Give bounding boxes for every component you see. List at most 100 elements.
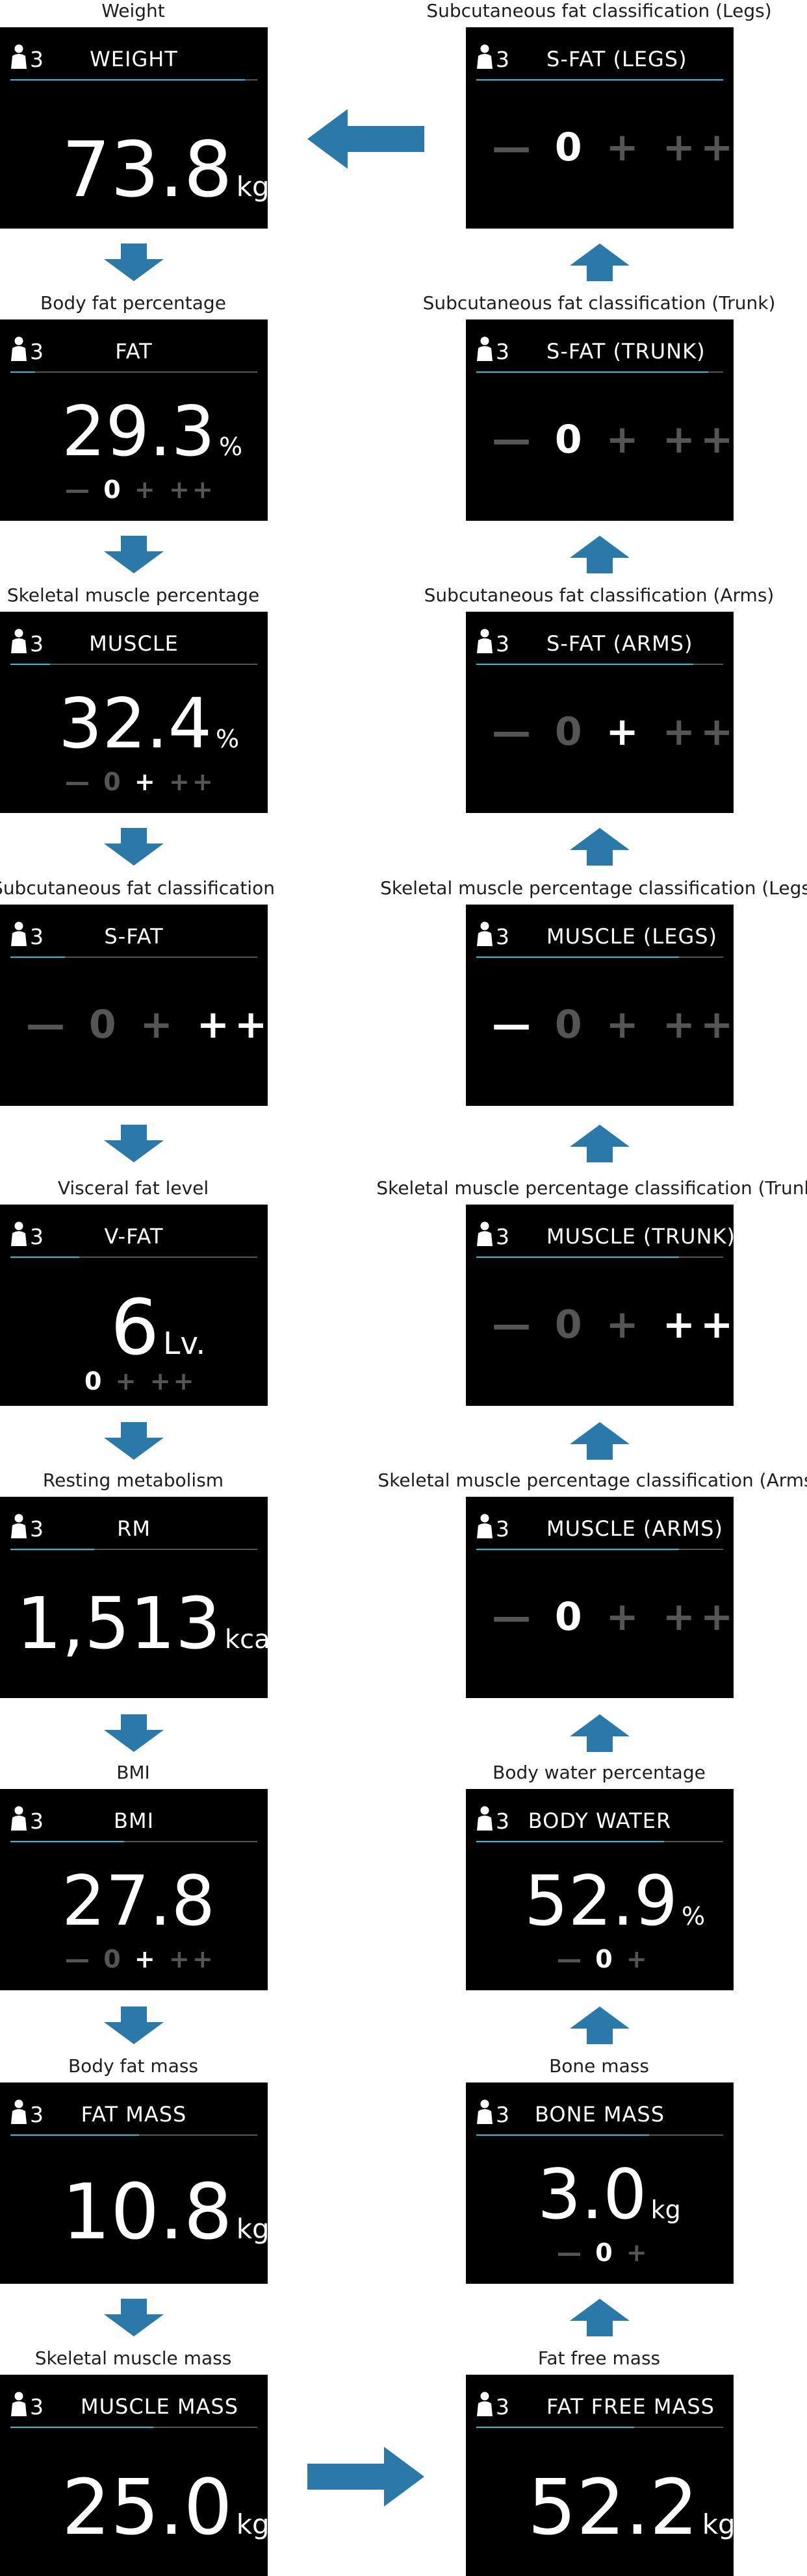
user-number: 3 <box>496 1516 509 1542</box>
scale-mark: — <box>492 417 536 462</box>
user-number: 3 <box>496 1224 509 1249</box>
progress-fill <box>476 2427 635 2428</box>
caption-muscletrunk: Skeletal muscle percentage classificatio… <box>376 1177 807 1199</box>
caption-water: Body water percentage <box>493 1762 706 1783</box>
progress-track <box>476 957 723 958</box>
scale-mark: ++ <box>169 768 216 796</box>
user-number: 3 <box>496 339 509 364</box>
progress-fill <box>10 1841 124 1842</box>
scale-mark: 0 <box>554 1302 587 1347</box>
screen-header: 3 WEIGHT <box>10 40 257 77</box>
progress-fill <box>10 79 245 81</box>
scale-mark: + <box>115 1367 139 1395</box>
scale-mark: ++ <box>662 1002 734 1047</box>
value-unit: kg <box>650 2195 681 2224</box>
person-icon <box>10 1221 27 1247</box>
person-icon <box>476 336 493 362</box>
screen-header: 3 BMI <box>10 1802 257 1838</box>
person-icon <box>476 1514 493 1540</box>
progress-track <box>476 79 723 81</box>
scale-mark: ++ <box>662 1594 734 1640</box>
measurement-value: 52.9% <box>524 1867 705 1936</box>
user-number: 3 <box>30 47 44 72</box>
value-number: 1,513 <box>16 1582 221 1665</box>
progress-track <box>10 1257 257 1258</box>
person-icon <box>10 629 27 655</box>
caption-rm: Resting metabolism <box>42 1469 224 1491</box>
arrow-icon <box>104 1714 164 1752</box>
screen-title: BMI <box>114 1808 154 1833</box>
value-unit: kcal <box>224 1625 268 1655</box>
scale-mark: 0 <box>84 1367 105 1395</box>
scale-mark: — <box>557 1945 584 1973</box>
caption-sfattrunk: Subcutaneous fat classification (Trunk) <box>422 292 776 314</box>
progress-fill <box>10 957 65 958</box>
scale-mark: — <box>492 1002 536 1047</box>
value-number: 10.8 <box>62 2167 233 2257</box>
scale-mark: ++ <box>149 1367 197 1395</box>
scale-mark: + <box>606 1302 644 1347</box>
value-number: 73.8 <box>62 125 233 214</box>
scale-mark: 0 <box>595 2238 615 2267</box>
arrow-icon <box>570 2007 630 2044</box>
scale-mark: 0 <box>554 417 587 462</box>
screen-title: FAT <box>115 339 153 364</box>
screen-title: MUSCLE (TRUNK) <box>546 1224 734 1249</box>
value-number: 25.0 <box>62 2462 233 2552</box>
person-icon <box>10 1806 27 1832</box>
user-number: 3 <box>30 2102 44 2127</box>
arrow-icon <box>104 1422 164 1460</box>
progress-track <box>10 2134 257 2136</box>
classification-scale: — 0 + ++ <box>26 1002 268 1047</box>
user-number: 3 <box>496 2102 509 2127</box>
progress-fill <box>476 79 723 81</box>
user-number: 3 <box>30 2394 44 2420</box>
classification-scale: — 0 + ++ <box>492 1594 734 1640</box>
progress-fill <box>10 2134 139 2136</box>
progress-track <box>476 664 723 665</box>
arrow-icon <box>570 2299 630 2336</box>
arrow-icon <box>104 244 164 281</box>
user-number: 3 <box>30 1808 44 1834</box>
user-number: 3 <box>30 1224 44 1249</box>
caption-sfat: Subcutaneous fat classification <box>0 877 275 899</box>
classification-scale: — 0 + ++ <box>492 125 734 170</box>
progress-fill <box>10 371 35 373</box>
progress-track <box>10 79 257 81</box>
caption-sfatarms: Subcutaneous fat classification (Arms) <box>424 584 775 606</box>
scale-mark: + <box>606 1594 644 1640</box>
progress-track <box>10 2427 257 2428</box>
screen-title: WEIGHT <box>90 47 178 71</box>
scale-mark: — <box>492 1594 536 1640</box>
caption-bmi: BMI <box>116 1762 150 1783</box>
classification-scale: — 0 + ++ <box>65 475 216 504</box>
value-number: 3.0 <box>537 2155 647 2234</box>
user-number: 3 <box>496 924 509 949</box>
value-number: 29.3 <box>62 392 216 471</box>
caption-musclelegs: Skeletal muscle percentage classificatio… <box>380 877 807 899</box>
measurement-value: 27.8 <box>62 1867 215 1936</box>
classification-scale: — 0 + ++ <box>492 1002 734 1047</box>
screen-title: RM <box>117 1516 151 1541</box>
person-icon <box>10 921 27 947</box>
screen-title: BONE MASS <box>534 2102 665 2127</box>
value-number: 52.2 <box>528 2462 698 2552</box>
value-unit: kg <box>702 2508 734 2540</box>
scale-mark: + <box>626 1945 650 1973</box>
value-unit: % <box>682 1902 706 1931</box>
user-number: 3 <box>496 2394 509 2420</box>
